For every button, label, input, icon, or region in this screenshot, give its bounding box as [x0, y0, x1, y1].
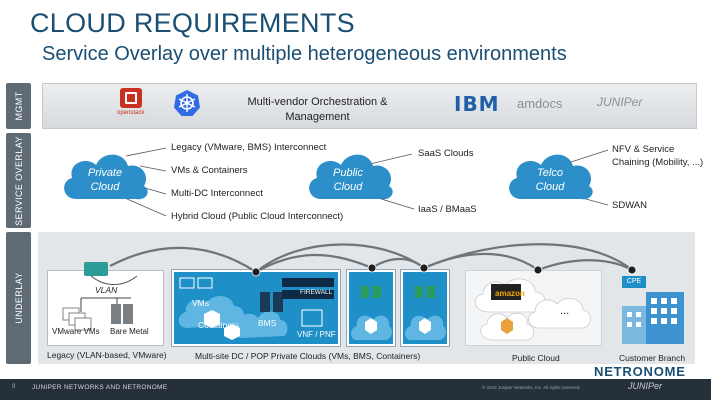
- connector-private-1: [125, 147, 167, 157]
- legacy-switch-icon: [84, 262, 108, 276]
- connector-private-2: [139, 165, 167, 172]
- legacy-caption: Legacy (VLAN-based, VMware): [47, 350, 167, 360]
- page-subtitle: Service Overlay over multiple heterogene…: [42, 43, 567, 65]
- vmware-vms-label: VMware VMs: [52, 327, 100, 336]
- connector-public-1: [369, 153, 413, 165]
- telco-cloud-shape: [509, 154, 593, 200]
- footer-bar: [0, 379, 711, 400]
- amdocs-logo: amdocs: [517, 96, 563, 111]
- public-cloud-shape: [309, 154, 393, 200]
- dc-site-2-diagram: [351, 286, 392, 340]
- dc-caption: Multi-site DC / POP Private Clouds (VMs,…: [195, 351, 421, 361]
- dc-site-3-diagram: [405, 286, 446, 340]
- branch-building-icon: [622, 292, 684, 344]
- private-item-vms: VMs & Containers: [171, 165, 248, 176]
- openstack-logo-icon: [120, 88, 142, 108]
- private-item-legacy: Legacy (VMware, BMS) Interconnect: [171, 142, 327, 153]
- vlan-label: VLAN: [95, 285, 118, 295]
- mgmt-description: Multi-vendor Orchestration & Management: [247, 96, 388, 123]
- legacy-diagram: [62, 271, 138, 331]
- ibm-logo: IBM: [454, 92, 500, 116]
- dc-firewall-label: FIREWALL: [300, 289, 333, 296]
- public-cloud-diagram: [475, 278, 591, 341]
- public-item-saas: SaaS Clouds: [418, 148, 474, 159]
- side-label-underlay: UNDERLAY: [6, 232, 31, 364]
- bare-metal-label: Bare Metal: [110, 327, 149, 336]
- public-cloud-caption: Public Cloud: [512, 353, 560, 363]
- side-label-service-overlay: SERVICE OVERLAY: [6, 133, 31, 228]
- private-cloud-shape: [64, 154, 148, 200]
- page-title: CLOUD REQUIREMENTS: [30, 8, 355, 38]
- more-clouds-ellipsis: ...: [560, 305, 570, 317]
- dc-vnf-label: VNF / PNF: [297, 330, 336, 339]
- page-number: 9: [12, 384, 16, 390]
- dc-containers-label: Containers: [198, 320, 240, 330]
- mgmt-band: [42, 83, 697, 129]
- openstack-label: openstack: [117, 110, 145, 116]
- dc-vms-label: VMs: [192, 298, 209, 308]
- dc-bms-label: BMS: [258, 318, 277, 328]
- juniper-logo: JUNIPer: [597, 95, 643, 109]
- connector-telco-1: [564, 149, 609, 165]
- footer-company: JUNIPER NETWORKS AND NETRONOME: [32, 384, 168, 391]
- footer-copyright: © 2015 Juniper Networks, Inc. All rights…: [482, 385, 581, 390]
- public-item-iaas: IaaS / BMaaS: [418, 204, 477, 215]
- side-label-mgmt: MGMT: [6, 83, 31, 129]
- private-item-hybrid: Hybrid Cloud (Public Cloud Interconnect): [171, 211, 344, 222]
- kubernetes-logo-icon: [174, 90, 200, 116]
- telco-item-sdwan: SDWAN: [612, 200, 648, 211]
- cpe-box: CPE: [622, 276, 646, 288]
- private-item-multidc: Multi-DC Interconnect: [171, 188, 263, 199]
- footer-juniper-logo: JUNIPer: [628, 381, 663, 391]
- amazon-logo: amazon: [495, 289, 525, 298]
- branch-caption: Customer Branch: [619, 353, 686, 363]
- dc-main-diagram: [178, 277, 334, 340]
- netronome-logo: NETRONOME: [594, 364, 686, 379]
